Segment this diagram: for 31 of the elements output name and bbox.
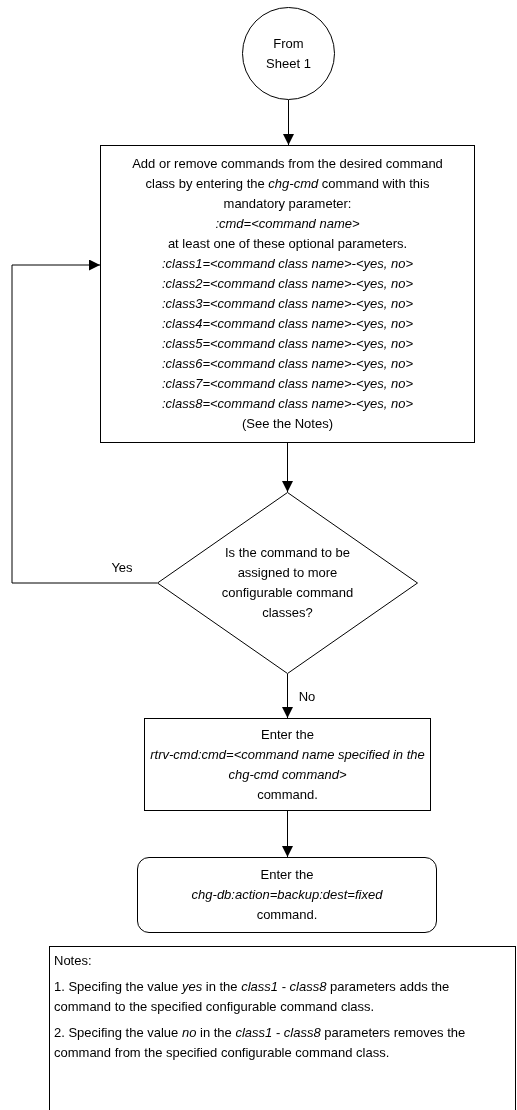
terminal-box [137, 857, 437, 933]
arrow [282, 673, 293, 719]
notes-box [49, 946, 516, 1110]
node-text: Notes: [54, 952, 93, 970]
node-text: :class8=<command class name>-<yes, no> [161, 395, 414, 413]
process-box [144, 718, 431, 811]
arrow [282, 442, 293, 493]
arrow [282, 810, 293, 858]
node-text: Is the command to be assigned to more configurable command classes? [220, 544, 355, 622]
node-text: at least one of these optional parameters. [167, 235, 408, 253]
node-text: Add or remove commands from the desired command class by entering the chg-cmd command with this mandatory parameter: [131, 155, 444, 213]
node-text: (See the Notes) [241, 415, 333, 433]
node-text: chg-db:action=backup:dest=fixed [191, 886, 383, 904]
arrow [11, 259, 158, 584]
node-text: :cmd=<command name> [215, 215, 360, 233]
node-text: :class6=<command class name>-<yes, no> [161, 355, 414, 373]
node-text: :class5=<command class name>-<yes, no> [161, 335, 414, 353]
node-text: command. [256, 906, 318, 924]
node-text: Enter the [260, 866, 314, 884]
arrow [283, 99, 294, 146]
node-text: :class7=<command class name>-<yes, no> [161, 375, 414, 393]
node-text: From Sheet 1 [265, 34, 312, 73]
node-text: Enter the [261, 725, 314, 744]
node-text: :class4=<command class name>-<yes, no> [161, 315, 414, 333]
node-text: :class1=<command class name>-<yes, no> [161, 255, 414, 273]
node-text: :class3=<command class name>-<yes, no> [161, 295, 414, 313]
node-text: :class2=<command class name>-<yes, no> [161, 275, 414, 293]
node-text: 2. Specifing the value no in the class1 - class8 parameters removes the command from the specified configurable command class. [54, 1024, 467, 1062]
node-text: command. [257, 785, 318, 804]
process-box [100, 145, 475, 443]
node-text: 1. Specifing the value yes in the class1 - class8 parameters adds the command to the specified configurable command class. [54, 978, 451, 1016]
